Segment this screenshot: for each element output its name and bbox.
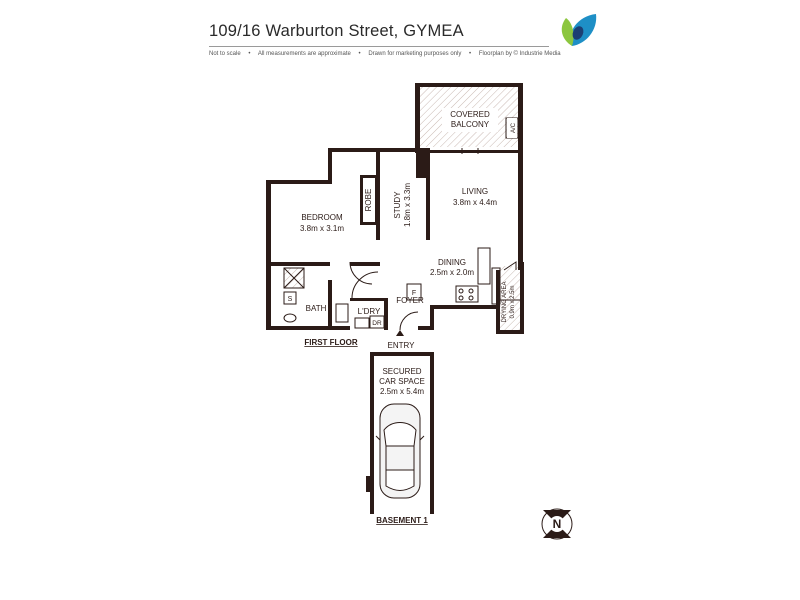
- car-space-size: 2.5m x 5.4m: [380, 387, 424, 396]
- drying-area-floor: [499, 266, 520, 332]
- dining-label: DINING: [438, 258, 466, 267]
- disclaimer-credit: Floorplan by © Industrie Media: [478, 51, 561, 57]
- disclaimer-line: Not to scale • All measurements are appr…: [209, 51, 567, 57]
- entry-arrow-icon: [396, 330, 404, 336]
- disclaimer-bullet: •: [358, 51, 361, 57]
- car-space-label: SECURED: [382, 367, 421, 376]
- dryer-label: DR: [372, 320, 382, 327]
- property-address-title: 109/16 Warburton Street, GYMEA: [209, 22, 464, 40]
- entry-label: ENTRY: [388, 341, 416, 350]
- bedroom-size: 3.8m x 3.1m: [300, 224, 344, 233]
- disclaimer-not-to-scale: Not to scale: [209, 51, 241, 57]
- disclaimer-marketing: Drawn for marketing purposes only: [368, 51, 462, 57]
- bath-label: BATH: [306, 304, 327, 313]
- balcony-label: BALCONY: [451, 120, 490, 129]
- car-space-label: CAR SPACE: [379, 377, 425, 386]
- fridge-label: F: [412, 290, 416, 297]
- disclaimer-bullet: •: [469, 51, 472, 57]
- walls: [266, 83, 524, 514]
- laundry-label: L'DRY: [358, 307, 381, 316]
- ac-unit-label: A/C: [511, 122, 517, 133]
- first-floor-label: FIRST FLOOR: [304, 338, 358, 347]
- living-label: LIVING: [462, 187, 488, 196]
- balcony-label: COVERED: [450, 110, 490, 119]
- drying-area-size: 0.9m x 2.5m: [510, 285, 516, 318]
- disclaimer-bullet: •: [248, 51, 251, 57]
- north-compass-icon: [541, 508, 573, 540]
- shower-label: S: [288, 296, 293, 303]
- car-outline-icon: [375, 403, 425, 499]
- ac-label-bg: [507, 118, 517, 138]
- drying-area-label: DRYING AREA: [502, 282, 508, 323]
- study-size: 1.8m x 3.3m: [403, 183, 412, 227]
- title-divider: [209, 46, 549, 47]
- basement-label: BASEMENT 1: [376, 516, 428, 525]
- study-label: STUDY: [393, 191, 402, 219]
- living-size: 3.8m x 4.4m: [453, 198, 497, 207]
- compass-north-label: N: [553, 517, 562, 531]
- disclaimer-measurements: All measurements are approximate: [257, 51, 351, 57]
- bedroom-label: BEDROOM: [301, 213, 343, 222]
- robe-label: ROBE: [364, 189, 373, 212]
- dining-size: 2.5m x 2.0m: [430, 268, 474, 277]
- company-logo: [561, 14, 597, 46]
- balcony-label-bg: [442, 108, 498, 132]
- foyer-label: FOYER: [396, 296, 424, 305]
